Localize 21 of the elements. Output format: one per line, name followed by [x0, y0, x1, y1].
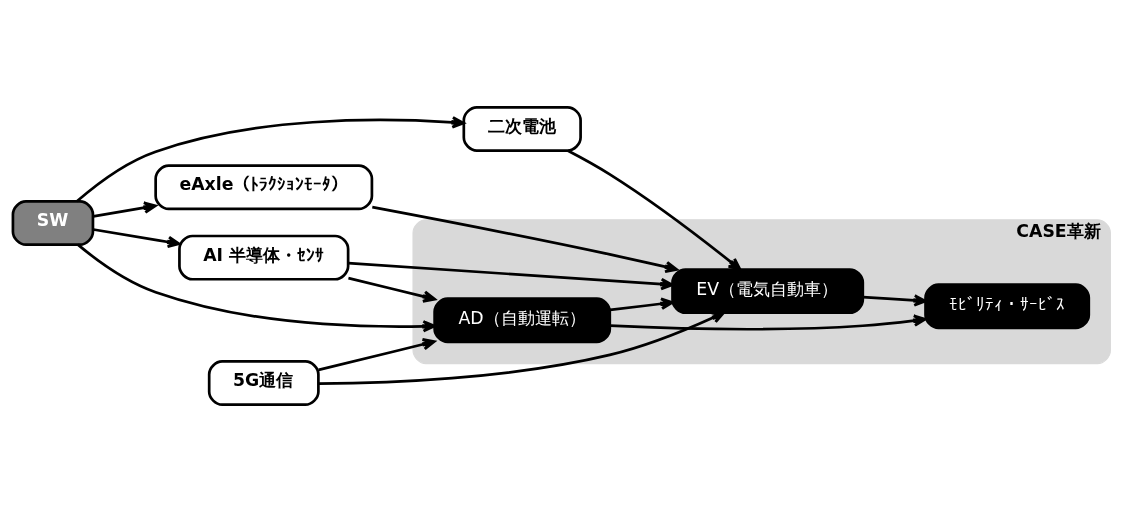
arrow — [93, 227, 181, 248]
arrow — [609, 313, 927, 331]
arrow — [77, 243, 436, 332]
node-box: 5G通信 — [207, 359, 320, 406]
arrow — [372, 205, 679, 273]
arrow — [348, 276, 436, 303]
arrow — [567, 149, 742, 271]
arrow — [318, 311, 725, 385]
node-box: EV（電気自動車） — [671, 267, 865, 314]
node-box: AD（自動運転） — [433, 296, 612, 343]
node-box: eAxle（ﾄﾗｸｼｮﾝﾓｰﾀ） — [154, 163, 374, 210]
node-box: 二次電池 — [462, 105, 582, 152]
arrow — [348, 261, 674, 290]
node-box: AI 半導体・ｾﾝｻ — [178, 234, 350, 281]
arrow — [93, 200, 157, 218]
node-box: SW — [11, 199, 95, 246]
arrow — [862, 293, 927, 307]
arrow — [609, 297, 674, 311]
arrow — [76, 115, 465, 202]
arrow — [318, 337, 436, 371]
node-box: ﾓﾋﾞﾘﾃｨ・ｻｰﾋﾞｽ — [924, 282, 1091, 329]
